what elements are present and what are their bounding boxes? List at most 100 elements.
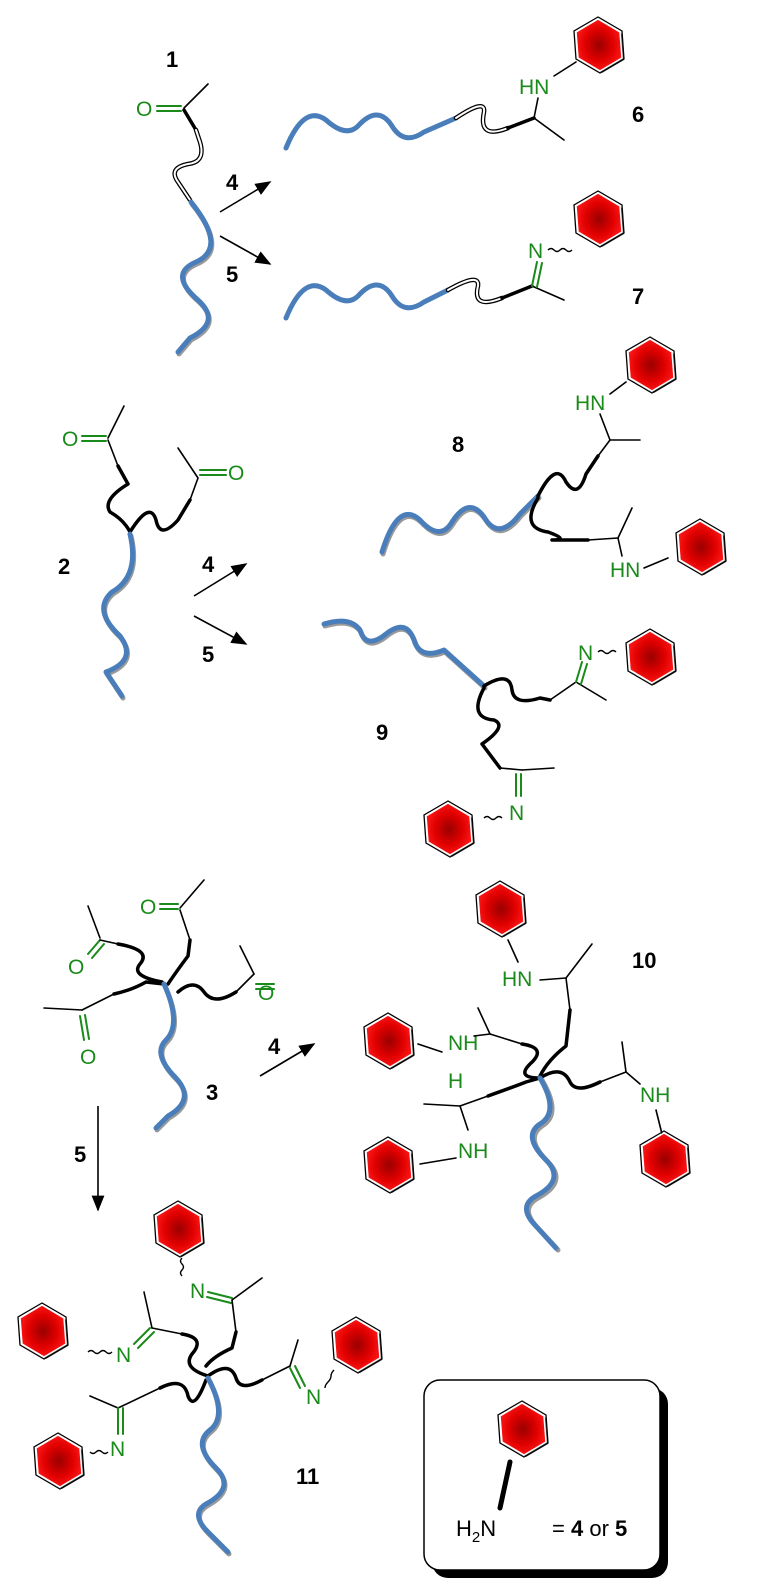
double-bond	[531, 261, 538, 287]
backbone	[106, 464, 132, 534]
methyl-bond	[107, 405, 125, 439]
wavy-bond	[483, 815, 503, 821]
wavy-bond	[324, 1369, 335, 1389]
amine-nh: NH	[458, 1140, 488, 1163]
methyl-bond	[87, 905, 101, 939]
aryl-ring-icon	[153, 1200, 205, 1258]
double-bond	[91, 943, 105, 959]
aryl-ring-icon	[573, 16, 625, 74]
compound-label: 3	[206, 1080, 218, 1105]
atom-label: N	[306, 1386, 321, 1409]
compound-7: N 7	[283, 190, 644, 321]
atom-label: O	[228, 462, 244, 485]
methyl-bond	[521, 767, 555, 771]
compound-label: 7	[632, 284, 644, 309]
aryl-ring-icon	[625, 628, 677, 686]
aryl-ring-icon	[573, 190, 625, 248]
compound-label: 1	[166, 47, 178, 72]
double-bond	[289, 1367, 301, 1389]
n-bond	[473, 1033, 491, 1037]
backbone	[538, 1070, 602, 1090]
double-bond	[79, 1015, 85, 1041]
wavy-bond	[89, 1449, 109, 1455]
aryl-ring-icon	[363, 1136, 415, 1194]
reagent-label: 5	[74, 1142, 86, 1167]
methyl-bond	[179, 879, 205, 909]
compound-label: 8	[452, 432, 464, 457]
compound-2: O O 2	[58, 405, 244, 701]
double-bond	[580, 663, 588, 685]
backbone	[476, 686, 502, 770]
compound-1: 1 O	[136, 47, 215, 357]
backbone	[520, 1042, 542, 1080]
reagent-label: 4	[268, 1034, 281, 1059]
double-bond	[87, 939, 101, 955]
methyl-bond	[89, 1395, 119, 1409]
amine-hn: HN	[502, 968, 532, 991]
polymer-block	[283, 282, 451, 321]
wavy-bond	[87, 1349, 113, 1355]
reaction-arrow	[219, 235, 272, 265]
methyl-bond	[565, 943, 593, 979]
compound-10: 10 HN NH H NH NH	[363, 880, 691, 1253]
backbone	[182, 108, 198, 132]
methyl-bond	[289, 1339, 299, 1367]
backbone	[204, 1330, 238, 1368]
atom-label: O	[258, 982, 274, 1005]
methyl-bond	[533, 117, 565, 141]
atom-label: N	[110, 1438, 125, 1461]
n-bond	[533, 97, 539, 119]
linker	[445, 277, 505, 305]
methyl-bond	[177, 447, 199, 479]
compound-label: 9	[376, 720, 388, 745]
compound-label: 2	[58, 554, 70, 579]
amine-nh: NH	[640, 1084, 670, 1107]
methyl-bond	[183, 83, 209, 109]
aryl-bond	[417, 1043, 443, 1053]
methyl-bond	[575, 681, 607, 701]
compound-8: 8 HN HN	[379, 336, 727, 582]
aryl-ring-icon	[17, 1302, 69, 1360]
aryl-ring-icon	[331, 1316, 383, 1374]
atom-label: O	[68, 956, 84, 979]
amine-h: H	[448, 1070, 463, 1093]
double-bond	[133, 1327, 151, 1345]
reagent-label: 4	[202, 552, 215, 577]
amine-nh: HN	[519, 76, 549, 99]
backbone	[206, 1366, 264, 1388]
methyl-bond	[531, 285, 565, 301]
compound-label: 6	[632, 102, 644, 127]
backbone	[158, 1378, 208, 1403]
polymer-block	[283, 112, 459, 151]
backbone	[536, 454, 600, 498]
amine-hn: HN	[575, 392, 605, 415]
double-bond	[206, 1296, 232, 1304]
aryl-bond	[507, 939, 519, 963]
methyl-bond	[43, 1007, 83, 1011]
atom-label: O	[136, 98, 152, 121]
aryl-bond	[419, 1157, 457, 1165]
aryl-bond	[553, 61, 577, 77]
n-bond	[539, 977, 567, 981]
legend-frame	[423, 1379, 661, 1571]
atom-label: N	[509, 802, 524, 825]
atom-label: N	[528, 240, 543, 263]
n-bond	[459, 1105, 469, 1131]
atom-label: O	[140, 896, 156, 919]
methyl-bond	[621, 1041, 627, 1073]
reaction-arrow	[219, 181, 272, 213]
amine-formula: H2N	[456, 1516, 496, 1546]
reaction-arrow	[259, 1043, 316, 1077]
reagent-label: 4	[226, 170, 239, 195]
methyl-bond	[143, 1291, 153, 1329]
backbone	[482, 677, 552, 703]
polymer-block	[321, 618, 487, 689]
amine-hn: HN	[610, 559, 640, 582]
methyl-bond	[239, 945, 255, 975]
methyl-bond	[423, 1103, 461, 1107]
compound-label: 11	[296, 1464, 319, 1489]
amine-nh: NH	[448, 1032, 478, 1055]
double-bond	[84, 1014, 90, 1040]
backbone	[500, 284, 534, 300]
